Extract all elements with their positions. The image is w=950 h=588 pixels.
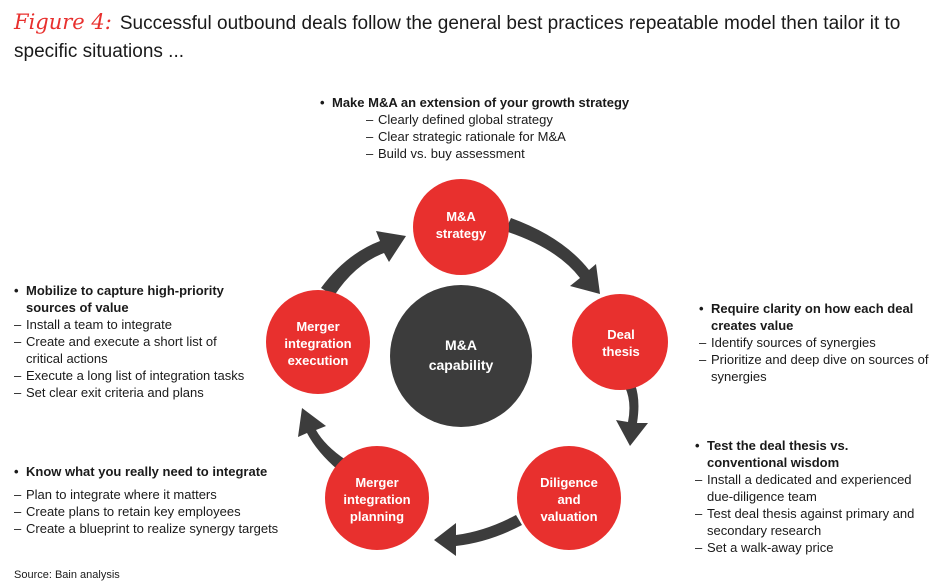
arrow-execution-to-strategy — [321, 231, 406, 296]
node-merger-integration-execution: Merger integration execution — [266, 290, 370, 394]
execution-notes-list: Install a team to integrate Create and e… — [14, 316, 254, 401]
planning-notes-heading: Know what you really need to integrate — [14, 463, 314, 480]
figure-label: Figure 4: — [14, 10, 112, 34]
arrow-planning-to-execution — [298, 408, 346, 470]
node-ma-strategy: M&A strategy — [413, 179, 509, 275]
arrow-thesis-to-diligence — [616, 382, 648, 446]
thesis-notes-heading: Require clarity on how each deal creates… — [699, 300, 939, 334]
node-label-line: strategy — [436, 226, 487, 241]
node-circle — [517, 446, 621, 550]
node-label-line: M&A — [446, 209, 476, 224]
node-label-line: Merger — [296, 319, 339, 334]
node-deal-thesis: Deal thesis — [572, 294, 668, 390]
thesis-notes-list: Identify sources of synergies Prioritize… — [699, 334, 939, 385]
list-item: Identify sources of synergies — [699, 334, 939, 351]
node-label-line: planning — [350, 509, 404, 524]
node-label-line: thesis — [602, 344, 640, 359]
diligence-notes-heading: Test the deal thesis vs. conventional wi… — [695, 437, 885, 471]
list-item: Clearly defined global strategy — [366, 111, 650, 128]
list-item: Plan to integrate where it matters — [14, 486, 314, 503]
center-capability: M&A capability — [390, 285, 532, 427]
figure-title-text: Successful outbound deals follow the gen… — [14, 13, 901, 62]
center-circle — [390, 285, 532, 427]
list-item: Execute a long list of integration tasks — [14, 367, 254, 384]
node-label-line: Merger — [355, 475, 398, 490]
center-label-line1: M&A — [445, 337, 477, 353]
diligence-notes-list: Install a dedicated and experienced due-… — [695, 471, 939, 556]
figure-title: Figure 4:Successful outbound deals follo… — [14, 8, 939, 66]
list-item: Set a walk-away price — [695, 539, 939, 556]
node-circle — [325, 446, 429, 550]
list-item: Install a dedicated and experienced due-… — [695, 471, 939, 505]
node-label-line: Deal — [607, 327, 634, 342]
list-item: Clear strategic rationale for M&A — [366, 128, 650, 145]
node-circle — [413, 179, 509, 275]
execution-notes: Mobilize to capture high-priority source… — [14, 282, 254, 401]
cycle-arrows — [298, 218, 648, 556]
list-item: Prioritize and deep dive on sources of s… — [699, 351, 939, 385]
list-item: Test deal thesis against primary and sec… — [695, 505, 939, 539]
execution-notes-heading: Mobilize to capture high-priority source… — [14, 282, 254, 316]
arrow-diligence-to-planning — [434, 515, 522, 556]
node-label-line: integration — [343, 492, 410, 507]
diligence-notes: Test the deal thesis vs. conventional wi… — [695, 437, 939, 556]
list-item: Set clear exit criteria and plans — [14, 384, 254, 401]
node-label-line: valuation — [540, 509, 597, 524]
arrow-strategy-to-thesis — [505, 218, 600, 294]
list-item: Create a blueprint to realize synergy ta… — [14, 520, 314, 537]
thesis-notes: Require clarity on how each deal creates… — [699, 300, 939, 385]
node-label-line: execution — [288, 353, 349, 368]
node-label-line: and — [557, 492, 580, 507]
strategy-notes: Make M&A an extension of your growth str… — [320, 94, 650, 162]
strategy-notes-heading: Make M&A an extension of your growth str… — [320, 94, 650, 111]
node-label-line: Diligence — [540, 475, 598, 490]
list-item: Install a team to integrate — [14, 316, 254, 333]
strategy-notes-list: Clearly defined global strategy Clear st… — [366, 111, 650, 162]
list-item: Build vs. buy assessment — [366, 145, 650, 162]
list-item: Create and execute a short list of criti… — [14, 333, 254, 367]
planning-notes-list: Plan to integrate where it matters Creat… — [14, 486, 314, 537]
node-circle — [572, 294, 668, 390]
node-diligence-valuation: Diligence and valuation — [517, 446, 621, 550]
node-circle — [266, 290, 370, 394]
list-item: Create plans to retain key employees — [14, 503, 314, 520]
node-merger-integration-planning: Merger integration planning — [325, 446, 429, 550]
node-label-line: integration — [284, 336, 351, 351]
source-note: Source: Bain analysis — [14, 569, 120, 581]
planning-notes: Know what you really need to integrate P… — [14, 463, 314, 537]
center-label-line2: capability — [429, 357, 494, 373]
